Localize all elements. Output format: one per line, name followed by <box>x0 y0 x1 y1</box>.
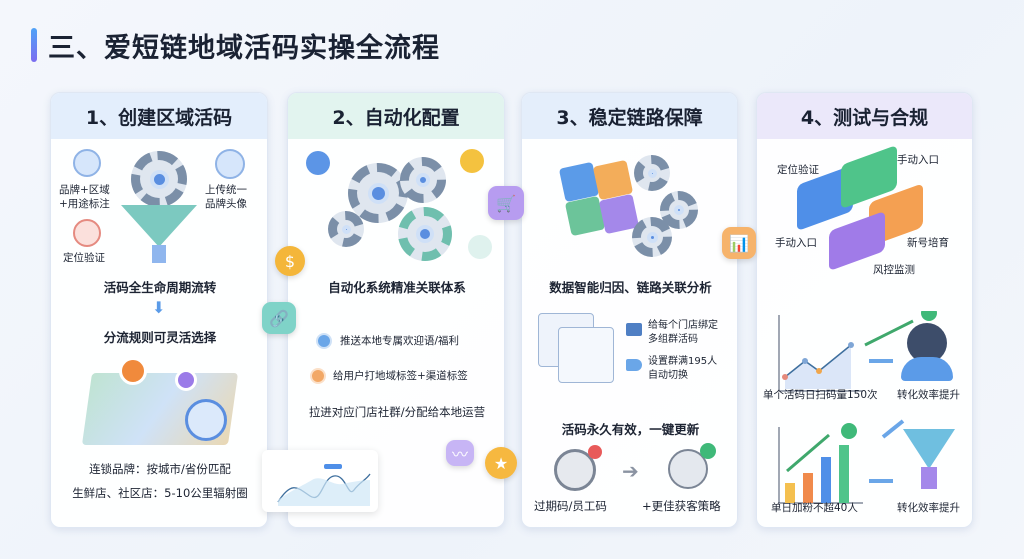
avatar-icon <box>215 149 245 179</box>
test-charts <box>778 311 937 504</box>
mini-line-chart <box>277 464 371 506</box>
browser-icon <box>73 149 101 177</box>
scan-limit-text: 单个活码日扫码量150次 <box>763 389 878 401</box>
block-label: 手动入口 <box>775 237 817 249</box>
trend-icon: 〰 <box>446 440 474 466</box>
user-icon <box>185 399 227 441</box>
gear-icon <box>131 151 187 207</box>
message-icon <box>316 333 332 349</box>
tag-icon <box>310 368 326 384</box>
step-card-1: 1、创建区域活码 品牌+区域 +用途标注 上传统一 品牌头像 定位验证 活码全生… <box>50 92 268 528</box>
step-card-4: 4、测试与合规 定位验证 手动入口 手动入口 新号培育 风控监测 单个活码日扫码… <box>756 92 973 528</box>
chart-icon <box>468 235 492 259</box>
pull-group-text: 拉进对应门店社群/分配给本地运营 <box>308 405 486 419</box>
analysis-text: 数据智能归因、链路关联分析 <box>549 280 712 295</box>
expired-text: 过期码/员工码 <box>534 499 607 513</box>
block-label: 手动入口 <box>897 154 939 166</box>
arrow-right-icon: ➔ <box>622 459 639 483</box>
card-heading: 3、稳定链路保障 <box>522 93 737 139</box>
auto-item: 给用户打地域标签+渠道标签 <box>333 370 468 382</box>
dollar-icon <box>460 149 484 173</box>
star-icon: ★ <box>485 447 517 479</box>
gear-icon <box>400 157 446 203</box>
funnel-icon <box>903 429 955 469</box>
better-text: +更佳获客策略 <box>642 499 721 513</box>
label-brand-region: 品牌+区域 +用途标注 <box>59 184 110 210</box>
funnel-icon <box>121 205 197 247</box>
conversion-text: 转化效率提升 <box>897 502 960 514</box>
link-icon <box>306 151 330 175</box>
gear-icon <box>398 207 452 261</box>
gear-icon <box>634 155 670 191</box>
gear-icon <box>632 217 672 257</box>
label-locate: 定位验证 <box>63 252 105 264</box>
gear-icon <box>328 211 364 247</box>
tag-icon <box>626 359 642 371</box>
chain-brand-text: 连锁品牌：按城市/省份匹配 <box>89 462 231 476</box>
mini-chart-card <box>262 450 378 512</box>
check-icon <box>841 423 857 439</box>
map-pin-icon <box>119 357 147 385</box>
card-heading: 1、创建区域活码 <box>51 93 267 139</box>
block-label: 定位验证 <box>777 164 819 176</box>
switch-text: 设置群满195人 自动切换 <box>648 356 718 381</box>
permanent-text: 活码永久有效，一键更新 <box>561 422 700 437</box>
link-icon: 🔗 <box>262 302 296 334</box>
page-title: 三、爱短链地域活码实操全流程 <box>48 33 440 64</box>
lifecycle-text: 活码全生命周期流转 <box>103 280 217 295</box>
check-icon <box>700 443 716 459</box>
card-heading: 4、测试与合规 <box>757 93 972 139</box>
group-list-icon <box>558 327 614 383</box>
label-upload-avatar: 上传统一 品牌头像 <box>205 184 247 210</box>
cart-icon: 🛒 <box>488 186 524 220</box>
rules-text: 分流规则可灵活选择 <box>103 330 217 345</box>
title-accent-bar <box>31 28 37 62</box>
folder-icon <box>626 323 642 336</box>
chart-icon: 📊 <box>722 227 756 259</box>
fresh-store-text: 生鲜店、社区店：5-10公里辐射圈 <box>72 486 248 500</box>
funnel-neck <box>921 467 937 489</box>
coin-icon: $ <box>275 246 305 276</box>
card-heading: 2、自动化配置 <box>288 93 504 139</box>
system-text: 自动化系统精准关联体系 <box>328 280 466 295</box>
person-body <box>901 357 953 381</box>
block-label: 新号培育 <box>907 237 949 249</box>
check-icon <box>921 311 937 321</box>
location-pin-icon <box>73 219 101 247</box>
block-label: 风控监测 <box>873 264 915 276</box>
step-card-3: 3、稳定链路保障 数据智能归因、链路关联分析 给每个门店绑定 多组群活码 设置群… <box>521 92 738 528</box>
bind-text: 给每个门店绑定 多组群活码 <box>648 320 718 345</box>
error-icon <box>588 445 602 459</box>
person-icon <box>907 323 947 363</box>
funnel-neck <box>152 245 166 263</box>
add-limit-text: 单日加粉不超40人 <box>771 502 858 514</box>
map-pin-icon <box>175 369 197 391</box>
auto-item: 推送本地专属欢迎语/福利 <box>340 335 460 347</box>
conversion-text: 转化效率提升 <box>897 389 960 401</box>
arrow-down-icon: ⬇ <box>152 298 166 317</box>
